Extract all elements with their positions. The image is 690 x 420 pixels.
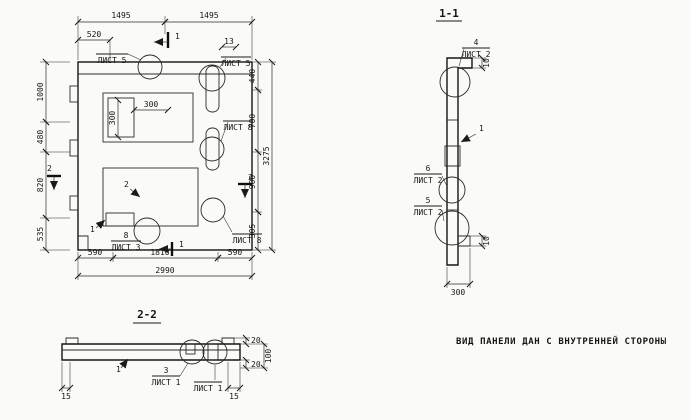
dim-label-590-right: 590 bbox=[228, 248, 243, 257]
plan-view: 1495 1495 520 13 440 700 900 305 3275 bbox=[36, 11, 276, 280]
leader-1: 1 bbox=[116, 358, 129, 374]
dim-label-900: 900 bbox=[248, 175, 257, 190]
section-2-2: 2-2 1 3 ЛИСТ 1 ЛИСТ 1 bbox=[58, 308, 273, 401]
dim-label-300-vertical: 300 bbox=[108, 111, 117, 126]
callout-3: 3 ЛИСТ 1 bbox=[152, 362, 189, 387]
dim-label-440: 440 bbox=[248, 69, 257, 84]
plan-dims-left: 1000 480 820 535 bbox=[36, 58, 70, 254]
callout-sheet: ЛИСТ 1 bbox=[152, 378, 181, 387]
dim-label-3275: 3275 bbox=[262, 146, 271, 165]
dim-label-480: 480 bbox=[36, 130, 45, 145]
section-marker-2-right: 2 bbox=[248, 173, 253, 182]
leader-label-1: 1 bbox=[479, 124, 484, 133]
section-1-1-profile bbox=[434, 57, 473, 266]
dim-label-20-bottom: 20 bbox=[251, 360, 261, 369]
dim-label-1495-right: 1495 bbox=[199, 11, 218, 20]
callout-num: 8 bbox=[124, 231, 129, 240]
leader-label-1: 1 bbox=[116, 365, 121, 374]
dim-label-2990: 2990 bbox=[155, 266, 174, 275]
callout-mid-right: ЛИСТ 8 bbox=[220, 120, 253, 142]
plan-dims-right: 440 700 900 305 3275 bbox=[248, 58, 276, 254]
dim-label-590-left: 590 bbox=[88, 248, 103, 257]
plan-leaders: 1 2 bbox=[90, 180, 141, 234]
dim-label-300-horizontal: 300 bbox=[144, 100, 159, 109]
callout-sheet: ЛИСТ 3 bbox=[112, 243, 141, 252]
callout-bottom-center: 8 ЛИСТ 3 bbox=[111, 231, 141, 252]
dim-label-15-left: 15 bbox=[61, 392, 71, 401]
detail-circles bbox=[133, 54, 226, 245]
dim-label-300: 300 bbox=[451, 288, 466, 297]
dim-label-10-top: 10 bbox=[482, 58, 491, 68]
dim-label-535: 535 bbox=[36, 227, 45, 242]
dim-label-15-right: 15 bbox=[229, 392, 239, 401]
callout-5: 5 ЛИСТ 2 bbox=[414, 196, 445, 222]
dim-label-305: 305 bbox=[248, 224, 257, 239]
callout-num: 4 bbox=[474, 38, 479, 47]
panel-openings bbox=[102, 65, 220, 227]
callout-6: 6 ЛИСТ 2 bbox=[414, 164, 448, 187]
callout-sheet: ЛИСТ 8 bbox=[233, 236, 262, 245]
plan-dims-top: 1495 1495 520 13 bbox=[74, 11, 256, 62]
callout-num: 5 bbox=[426, 196, 431, 205]
plan-callout-labels: ЛИСТ 5 ЛИСТ 5 ЛИСТ 8 8 ЛИСТ 3 bbox=[96, 53, 262, 252]
leader-label-1: 1 bbox=[90, 225, 95, 234]
dim-label-10-bottom: 10 bbox=[482, 236, 491, 246]
callout-num: 6 bbox=[426, 164, 431, 173]
dim-label-520: 520 bbox=[87, 30, 102, 39]
section-2-2-profile bbox=[61, 337, 241, 365]
callout-top-left: ЛИСТ 5 bbox=[96, 53, 142, 65]
section-2-2-title: 2-2 bbox=[137, 308, 157, 321]
section-markers: 1 1 2 2 bbox=[47, 32, 253, 256]
callout-sheet: ЛИСТ 2 bbox=[414, 176, 443, 185]
section-2-2-dims: 15 15 20 20 100 bbox=[58, 334, 273, 401]
dim-label-1000: 1000 bbox=[36, 82, 45, 101]
dim-label-13: 13 bbox=[224, 37, 234, 46]
callout-sheet: ЛИСТ 1 bbox=[194, 384, 223, 393]
callout-4: 4 ЛИСТ 2 bbox=[458, 38, 491, 67]
callout-list1: ЛИСТ 1 bbox=[194, 365, 223, 393]
dim-label-820: 820 bbox=[36, 178, 45, 193]
dim-label-20-top: 20 bbox=[251, 336, 261, 345]
callout-sheet: ЛИСТ 5 bbox=[222, 59, 251, 68]
section-1-1-dims: 10 10 300 bbox=[443, 54, 491, 297]
leader-label-2: 2 bbox=[124, 180, 129, 189]
section-marker-1-top: 1 bbox=[175, 32, 180, 41]
section-marker-1-bottom: 1 bbox=[179, 240, 184, 249]
dim-label-100: 100 bbox=[264, 349, 273, 364]
panel-outline bbox=[69, 61, 253, 251]
callout-sheet: ЛИСТ 2 bbox=[414, 208, 443, 217]
callout-num: 3 bbox=[164, 366, 169, 375]
callout-top-right: ЛИСТ 5 bbox=[219, 56, 251, 68]
note-text: ВИД ПАНЕЛИ ДАН С ВНУТРЕННЕЙ СТОРОНЫ bbox=[456, 335, 667, 347]
plan-dims-interior: 300 300 bbox=[108, 96, 172, 141]
plan-dims-bottom: 590 1810 590 2990 bbox=[74, 248, 256, 280]
section-1-1-title: 1-1 bbox=[439, 7, 459, 20]
section-marker-2-left: 2 bbox=[47, 164, 52, 173]
callout-sheet: ЛИСТ 2 bbox=[462, 50, 491, 59]
callout-bottom-right: ЛИСТ 8 bbox=[222, 215, 262, 245]
callout-sheet: ЛИСТ 5 bbox=[98, 56, 127, 65]
callout-sheet: ЛИСТ 8 bbox=[224, 123, 253, 132]
dim-label-1495-left: 1495 bbox=[111, 11, 130, 20]
leader-1: 1 bbox=[460, 124, 484, 143]
section-1-1: 1-1 4 ЛИСТ 2 1 6 ЛИСТ 2 bbox=[414, 7, 491, 297]
